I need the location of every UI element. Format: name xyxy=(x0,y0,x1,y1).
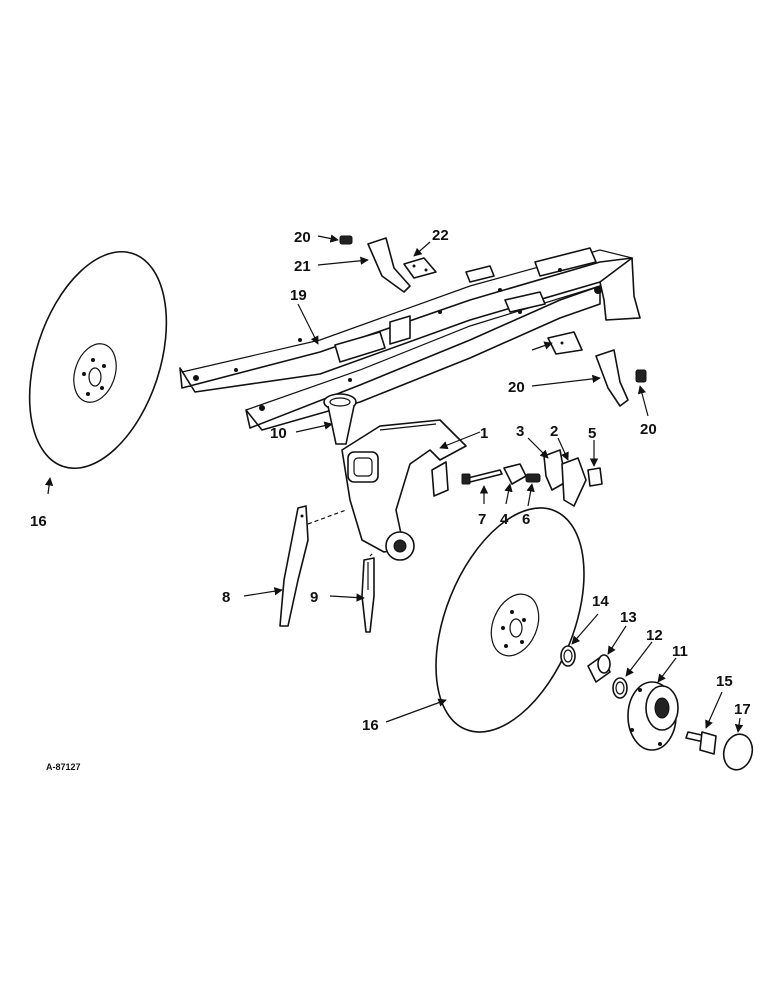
callout-8: 8 xyxy=(222,589,230,606)
frame-assembly xyxy=(179,247,641,431)
callout-2: 2 xyxy=(550,423,558,440)
callout-20-lower: 20 xyxy=(508,379,525,396)
cap-17 xyxy=(722,733,754,771)
callout-16-left: 16 xyxy=(30,513,47,530)
clip-4 xyxy=(503,463,527,485)
callout-16-right: 16 xyxy=(362,717,379,734)
seal-14 xyxy=(560,645,576,667)
bolt-15 xyxy=(685,731,717,755)
drawing-code: A-87127 xyxy=(46,762,81,772)
callout-19-lower: 20 xyxy=(640,421,657,438)
callout-7: 7 xyxy=(478,511,486,528)
bearing-12 xyxy=(612,677,628,699)
callout-labels: 20 21 22 19 20 20 10 1 3 2 5 7 4 6 8 9 1… xyxy=(30,227,751,734)
callout-18: 19 xyxy=(290,287,307,304)
callout-9: 9 xyxy=(310,589,318,606)
spring-6 xyxy=(525,473,541,483)
seed-tube xyxy=(323,393,357,445)
bracket-20-lower xyxy=(595,349,629,407)
callout-19-upper: 20 xyxy=(294,229,311,246)
bracket-20-upper xyxy=(367,237,411,293)
callout-6: 6 xyxy=(522,511,530,528)
washer-5 xyxy=(587,467,603,487)
bracket-21 xyxy=(403,257,437,279)
spring-19-lower xyxy=(635,369,647,383)
hub-11 xyxy=(627,681,679,751)
callout-12: 12 xyxy=(646,627,663,644)
callout-17: 17 xyxy=(734,701,751,718)
callout-4: 4 xyxy=(500,511,509,528)
callout-14: 14 xyxy=(592,593,609,610)
bearing-13 xyxy=(587,654,611,683)
disc-blade-left xyxy=(28,250,168,470)
callout-11: 11 xyxy=(672,643,688,660)
leader-lines xyxy=(44,234,744,733)
plate-2 xyxy=(561,457,587,507)
shank-assembly xyxy=(341,419,467,561)
bolt-7 xyxy=(461,469,503,485)
plate-3 xyxy=(543,449,567,491)
callout-5: 5 xyxy=(588,425,596,442)
callout-21: 22 xyxy=(432,227,449,244)
bracket-22 xyxy=(547,331,583,355)
callout-3: 3 xyxy=(516,423,524,440)
callout-15: 15 xyxy=(716,673,733,690)
callout-10: 10 xyxy=(270,425,287,442)
callout-20-upper: 21 xyxy=(294,258,311,275)
disc-blade-right xyxy=(435,507,585,733)
point-9 xyxy=(361,557,375,633)
callout-13: 13 xyxy=(620,609,637,626)
shoe-8 xyxy=(279,505,309,627)
callout-1: 1 xyxy=(480,425,488,442)
spring-19-upper xyxy=(339,235,353,245)
